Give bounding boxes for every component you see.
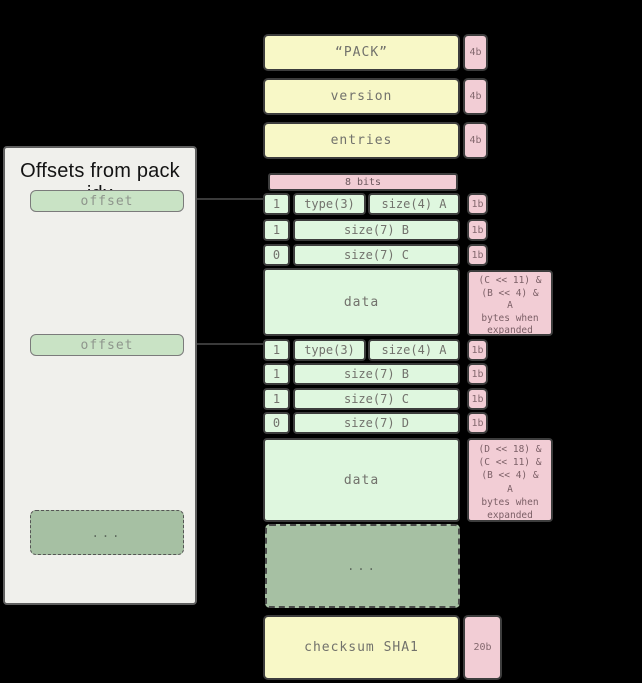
annotation-line: bytes when [481,312,539,324]
offset-box-top: offset [30,190,184,212]
offset-label: offset [80,337,134,353]
e2r2-size-cell: size(7) B [293,363,460,385]
e2r3-msb-cell: 1 [263,388,290,410]
e2r3-size-tag: 1b [467,388,488,410]
e2r1-size-tag: 1b [467,339,488,361]
size-label: 4b [469,47,482,58]
bit-label: 1 [272,343,281,357]
annotation-line: (C << 11) & [478,457,542,469]
size-bits-label: size(4) A [381,343,447,357]
e1-expanded-size-annotation: (C << 11) & (B << 4) & A bytes when expa… [467,270,553,336]
e1r3-msb-cell: 0 [263,244,290,266]
checksum-label: checksum SHA1 [304,640,419,655]
bit-label: 1 [272,197,281,211]
version-box: version [263,78,460,115]
connector-line-bottom [179,343,264,345]
pack-magic-label: “PACK” [335,45,388,60]
more-entries-box: ... [265,524,460,608]
size-bits-label: size(7) C [343,248,410,262]
panel-ellipsis-box: ... [30,510,184,555]
ellipsis-label: ... [347,559,378,573]
version-label: version [330,89,393,104]
data-label: data [343,294,380,310]
offsets-panel: Offsets from pack idx offset offset ... [3,146,197,605]
size-label: 1b [471,198,484,210]
annotation-line: (C << 11) & [478,275,542,286]
eight-bits-label: 8 bits [344,176,382,188]
type-label: type(3) [304,343,355,357]
bit-label: 1 [272,367,281,381]
size-label: 1b [471,224,484,236]
version-size-tag: 4b [463,78,488,115]
e2r4-size-cell: size(7) D [293,412,460,434]
annotation-line: expanded [487,510,533,522]
e2r1-type-cell: type(3) [293,339,366,361]
size-label: 4b [469,135,482,146]
connector-line-top [179,198,264,200]
size-label: 1b [471,417,484,429]
bit-label: 0 [272,248,281,262]
ellipsis-label: ... [91,525,123,540]
e2r2-msb-cell: 1 [263,363,290,385]
e1r2-msb-cell: 1 [263,219,290,241]
e1r3-size-tag: 1b [467,244,488,266]
e1r3-size-cell: size(7) C [293,244,460,266]
e1r1-type-cell: type(3) [293,193,366,215]
annotation-line: (B << 4) & [481,470,539,482]
size-bits-label: size(7) B [343,223,410,237]
pack-magic-size-tag: 4b [463,34,488,71]
e2r4-msb-cell: 0 [263,412,290,434]
annotation-line: A [507,483,513,495]
e2r3-size-cell: size(7) C [293,388,460,410]
offset-box-bottom: offset [30,334,184,356]
size-label: 1b [471,344,484,356]
entries-label: entries [330,133,393,148]
size-label: 1b [471,368,484,380]
size-label: 20b [473,642,492,653]
data-label: data [343,472,380,488]
e1r2-size-cell: size(7) B [293,219,460,241]
size-bits-label: size(7) B [343,367,410,381]
e1-data-box: data [263,268,460,336]
bit-label: 1 [272,223,281,237]
size-bits-label: size(4) A [381,197,447,211]
e2-data-box: data [263,438,460,522]
annotation-line: (B << 4) & [481,287,539,299]
size-label: 4b [469,91,482,102]
e1r1-size-tag: 1b [467,193,488,215]
e2r4-size-tag: 1b [467,412,488,434]
e2-expanded-size-annotation: (D << 18) & (C << 11) & (B << 4) & A byt… [467,438,553,522]
bit-label: 1 [272,392,281,406]
eight-bits-header: 8 bits [268,173,458,191]
e1r1-size-cell: size(4) A [368,193,460,215]
pack-magic-box: “PACK” [263,34,460,71]
entries-size-tag: 4b [463,122,488,159]
e2r1-msb-cell: 1 [263,339,290,361]
size-label: 1b [471,249,484,261]
checksum-box: checksum SHA1 [263,615,460,680]
checksum-size-tag: 20b [463,615,502,680]
offset-label: offset [80,193,134,209]
size-bits-label: size(7) D [343,416,410,430]
bit-label: 0 [272,416,281,430]
annotation-line: expanded [487,325,533,336]
type-label: type(3) [304,197,355,211]
e1r1-msb-cell: 1 [263,193,290,215]
annotation-line: A [507,300,513,311]
size-label: 1b [471,393,484,405]
annotation-line: (D << 18) & [478,444,542,455]
e2r2-size-tag: 1b [467,363,488,385]
annotation-line: bytes when [481,496,539,508]
entries-box: entries [263,122,460,159]
e2r1-size-cell: size(4) A [368,339,460,361]
e1r2-size-tag: 1b [467,219,488,241]
size-bits-label: size(7) C [343,392,410,406]
